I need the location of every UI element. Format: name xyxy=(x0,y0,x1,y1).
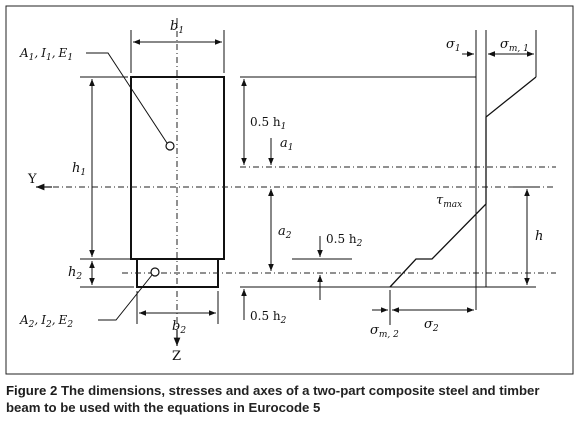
a2-label: a2 xyxy=(278,224,292,241)
half-h1-label: 0.5 h1 xyxy=(250,115,286,132)
b2-label: b2 xyxy=(172,319,186,336)
section-1-properties: A1,I1,E1 xyxy=(19,46,73,63)
leader-section-2 xyxy=(98,274,153,321)
centroid-1-marker xyxy=(165,141,175,151)
a1-label: a1 xyxy=(280,136,294,153)
sigma1-label: σ1 xyxy=(446,37,461,54)
figure-number: Figure 2 xyxy=(6,383,58,398)
centroid-2-marker xyxy=(150,267,160,277)
h-label: h xyxy=(535,229,543,244)
sigma-m2-label: σm, 2 xyxy=(370,323,399,340)
figure-caption: Figure 2 The dimensions, stresses and ax… xyxy=(6,382,576,416)
figure-border xyxy=(5,5,574,375)
sigma-m1-label: σm, 1 xyxy=(500,37,529,54)
h2-label: h2 xyxy=(68,265,82,282)
b1-label: b1 xyxy=(170,19,184,36)
section-2-properties: A2,I2,E2 xyxy=(19,313,73,330)
stress-profile xyxy=(389,76,537,288)
half-h2-lower-label: 0.5 h2 xyxy=(250,309,287,326)
caption-text: The dimensions, stresses and axes of a t… xyxy=(6,383,540,415)
z-axis-label: Z xyxy=(172,349,181,364)
leader-section-1 xyxy=(86,52,168,144)
tau-max-label: τmax xyxy=(436,193,462,210)
h1-label: h1 xyxy=(72,161,86,178)
y-axis-label: Y xyxy=(27,172,37,187)
sigma2-label: σ2 xyxy=(424,317,439,334)
half-h2-right-label: 0.5 h2 xyxy=(326,232,363,249)
